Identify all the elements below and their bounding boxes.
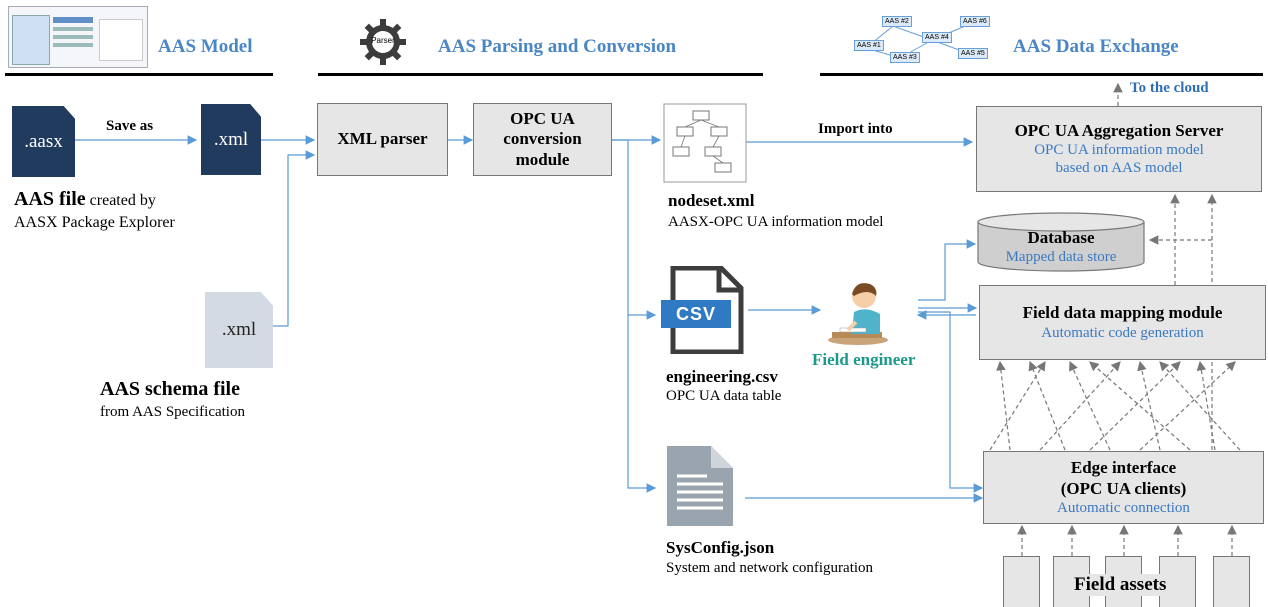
- edge-title: Edge interface: [1070, 458, 1177, 478]
- schema-file-title: AAS schema file: [100, 378, 240, 400]
- aas-file-caption: AAS file created by: [14, 188, 156, 211]
- mapping-subtitle: Automatic code generation: [1041, 324, 1204, 341]
- conversion-module-box: OPC UA conversion module: [473, 103, 612, 176]
- database-cylinder: Database Mapped data store: [977, 212, 1145, 272]
- header-aas-model: AAS Model: [158, 36, 253, 57]
- schema-ext: .xml: [221, 319, 257, 340]
- nodeset-subtitle: AASX-OPC UA information model: [668, 214, 884, 230]
- conversion-line2: conversion: [503, 129, 582, 149]
- sysconfig-title: SysConfig.json: [666, 538, 775, 557]
- divider-parsing: [318, 73, 763, 76]
- gear-icon: Parser: [360, 19, 406, 65]
- database-subtitle: Mapped data store: [1005, 249, 1117, 265]
- nodeset-title: nodeset.xml: [668, 191, 755, 210]
- field-assets-label: Field assets: [1068, 574, 1173, 596]
- aggregation-title: OPC UA Aggregation Server: [1014, 120, 1224, 140]
- field-asset-1: [1003, 556, 1040, 607]
- sysconfig-subtitle: System and network configuration: [666, 560, 874, 576]
- aas-file-title: AAS file: [14, 188, 86, 210]
- field-engineer-icon: [826, 274, 896, 346]
- aas-file-subtitle: AASX Package Explorer: [14, 214, 175, 231]
- header-exchange: AAS Data Exchange: [1013, 36, 1179, 57]
- csv-subtitle: OPC UA data table: [666, 388, 782, 404]
- aas-node-5: AAS #5: [958, 48, 988, 59]
- csv-badge: CSV: [661, 300, 731, 328]
- aggregation-line2: based on AAS model: [1055, 160, 1183, 177]
- aasx-ext: .aasx: [24, 130, 63, 152]
- aasx-explorer-thumbnail: [8, 6, 148, 68]
- to-cloud-label: To the cloud: [1130, 80, 1209, 96]
- schema-file-subtitle: from AAS Specification: [100, 404, 245, 420]
- xml-parser-box: XML parser: [317, 103, 448, 176]
- conversion-line1: OPC UA: [510, 108, 575, 128]
- field-engineer-label: Field engineer: [812, 350, 916, 369]
- save-as-label: Save as: [106, 118, 154, 134]
- mapping-title: Field data mapping module: [1022, 303, 1223, 323]
- aas-file-title-suffix: created by: [89, 192, 156, 209]
- xml-parser-label: XML parser: [337, 129, 428, 149]
- aggregation-line1: OPC UA information model: [1034, 142, 1204, 159]
- csv-title: engineering.csv: [666, 367, 778, 386]
- field-asset-5: [1213, 556, 1250, 607]
- nodeset-diagram-icon: [663, 103, 747, 183]
- edge-subtitle: Automatic connection: [1057, 499, 1190, 516]
- json-file-icon: [667, 446, 733, 526]
- xml-file-icon: .xml: [201, 104, 261, 175]
- header-parsing: AAS Parsing and Conversion: [438, 36, 677, 57]
- aggregation-server-box: OPC UA Aggregation Server OPC UA informa…: [976, 106, 1262, 192]
- schema-file-icon: .xml: [205, 292, 273, 368]
- aas-node-6: AAS #6: [960, 16, 990, 27]
- mapping-module-box: Field data mapping module Automatic code…: [979, 285, 1266, 360]
- aas-node-1: AAS #1: [854, 40, 884, 51]
- aas-node-3: AAS #3: [890, 52, 920, 63]
- database-title: Database: [1027, 228, 1095, 247]
- conversion-line3: module: [515, 149, 570, 169]
- aasx-file-icon: .aasx: [12, 106, 75, 177]
- aas-node-2: AAS #2: [882, 16, 912, 27]
- divider-exchange: [820, 73, 1263, 76]
- edge-interface-box: Edge interface (OPC UA clients) Automati…: [983, 451, 1264, 524]
- edge-line2: (OPC UA clients): [1060, 478, 1187, 498]
- import-into-label: Import into: [818, 121, 893, 137]
- csv-file-icon: CSV: [661, 265, 747, 355]
- gear-label: Parser: [371, 36, 395, 45]
- aas-node-4: AAS #4: [922, 32, 952, 43]
- xml-ext: .xml: [213, 128, 249, 150]
- aas-network-graphic: AAS #1 AAS #2 AAS #3 AAS #4 AAS #5 AAS #…: [848, 8, 990, 70]
- divider-model: [5, 73, 273, 76]
